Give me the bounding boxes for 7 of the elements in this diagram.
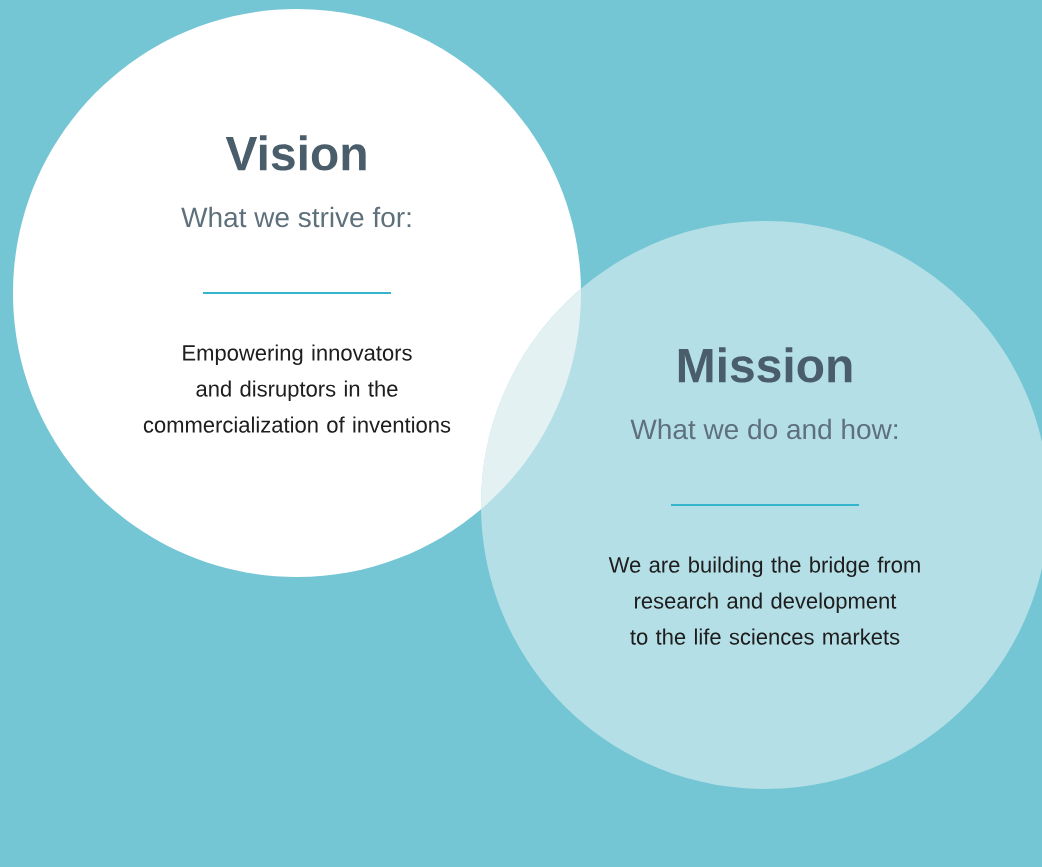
heading: Vision [225, 135, 366, 171]
description: We are building the bridge from research and development to the life sciences markets [608, 556, 920, 645]
circle [13, 9, 581, 577]
description: Empowering innovators and disruptors in the commercialization of inventions [143, 344, 451, 433]
heading: Mission [678, 347, 852, 383]
subheading: What we do and how: [630, 418, 897, 440]
subheading: What we strive for: [181, 206, 411, 228]
